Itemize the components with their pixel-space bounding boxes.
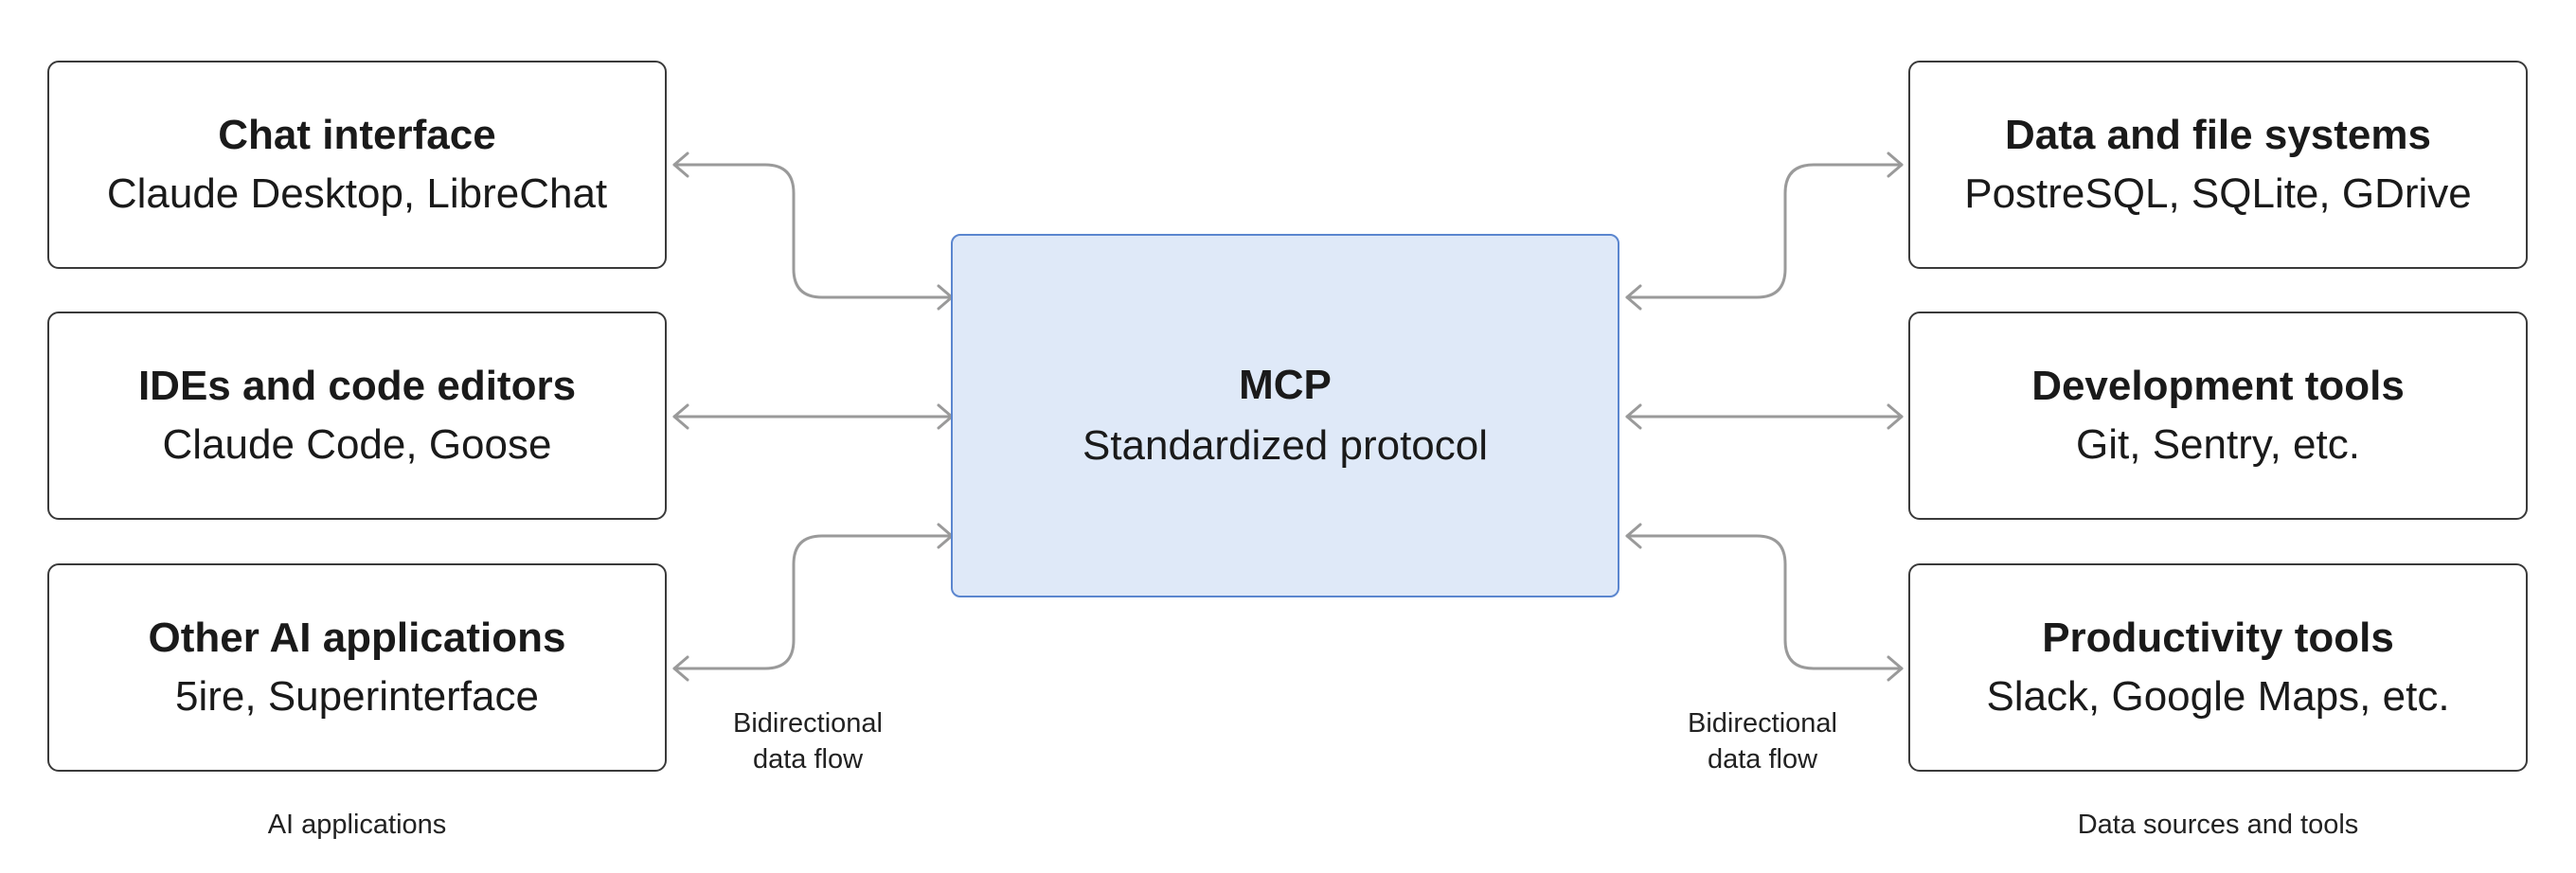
flow-label-line2: data flow	[1707, 744, 1818, 775]
group-label-ai-applications: AI applications	[168, 807, 546, 843]
flow-label-line1: Bidirectional	[733, 708, 883, 739]
flow-label-line2: data flow	[752, 744, 864, 775]
group-label-data-sources: Data sources and tools	[2029, 807, 2407, 843]
server-examples: Git, Sentry, etc.	[2076, 421, 2360, 468]
arrowhead-hub-right-bottom	[1625, 523, 1642, 549]
client-examples: Claude Desktop, LibreChat	[106, 170, 608, 217]
server-box-data-systems: Data and file systems PostreSQL, SQLite,…	[1908, 61, 2528, 269]
group-label-text: AI applications	[267, 810, 447, 840]
arrowhead-other-ai	[672, 655, 689, 682]
client-examples: Claude Code, Goose	[162, 421, 552, 468]
server-title: Development tools	[2031, 363, 2405, 409]
connector-mcp-to-data-systems	[1625, 163, 1904, 299]
flow-label-line1: Bidirectional	[1688, 708, 1837, 739]
arrowhead-productivity	[1887, 655, 1904, 682]
arrowhead-ides	[672, 403, 689, 430]
server-box-productivity: Productivity tools Slack, Google Maps, e…	[1908, 563, 2528, 772]
client-box-ides: IDEs and code editors Claude Code, Goose	[47, 312, 667, 520]
server-title: Productivity tools	[2042, 615, 2394, 661]
client-title: Chat interface	[218, 112, 496, 158]
hub-subtitle: Standardized protocol	[1082, 422, 1489, 469]
server-title: Data and file systems	[2005, 112, 2431, 158]
connector-other-ai-to-mcp	[672, 534, 954, 670]
group-label-text: Data sources and tools	[2077, 810, 2359, 840]
arrowhead-chat-interface	[672, 151, 689, 178]
flow-label-left: Bidirectional data flow	[713, 705, 903, 777]
arrowhead-dev-tools	[1887, 403, 1904, 430]
hub-title: MCP	[1239, 362, 1332, 408]
mcp-hub-box: MCP Standardized protocol	[951, 234, 1619, 597]
flow-label-right: Bidirectional data flow	[1668, 705, 1857, 777]
client-box-chat-interface: Chat interface Claude Desktop, LibreChat	[47, 61, 667, 269]
connector-mcp-to-productivity	[1625, 534, 1904, 670]
arrowhead-hub-right-middle	[1625, 403, 1642, 430]
client-box-other-ai: Other AI applications 5ire, Superinterfa…	[47, 563, 667, 772]
arrowhead-hub-right-top	[1625, 284, 1642, 311]
client-title: Other AI applications	[148, 615, 566, 661]
arrowhead-data-systems	[1887, 151, 1904, 178]
server-box-dev-tools: Development tools Git, Sentry, etc.	[1908, 312, 2528, 520]
client-examples: 5ire, Superinterface	[175, 673, 539, 720]
client-title: IDEs and code editors	[137, 363, 577, 409]
connector-chat-interface-to-mcp	[672, 163, 954, 299]
server-examples: PostreSQL, SQLite, GDrive	[1964, 170, 2472, 217]
server-examples: Slack, Google Maps, etc.	[1986, 673, 2450, 720]
